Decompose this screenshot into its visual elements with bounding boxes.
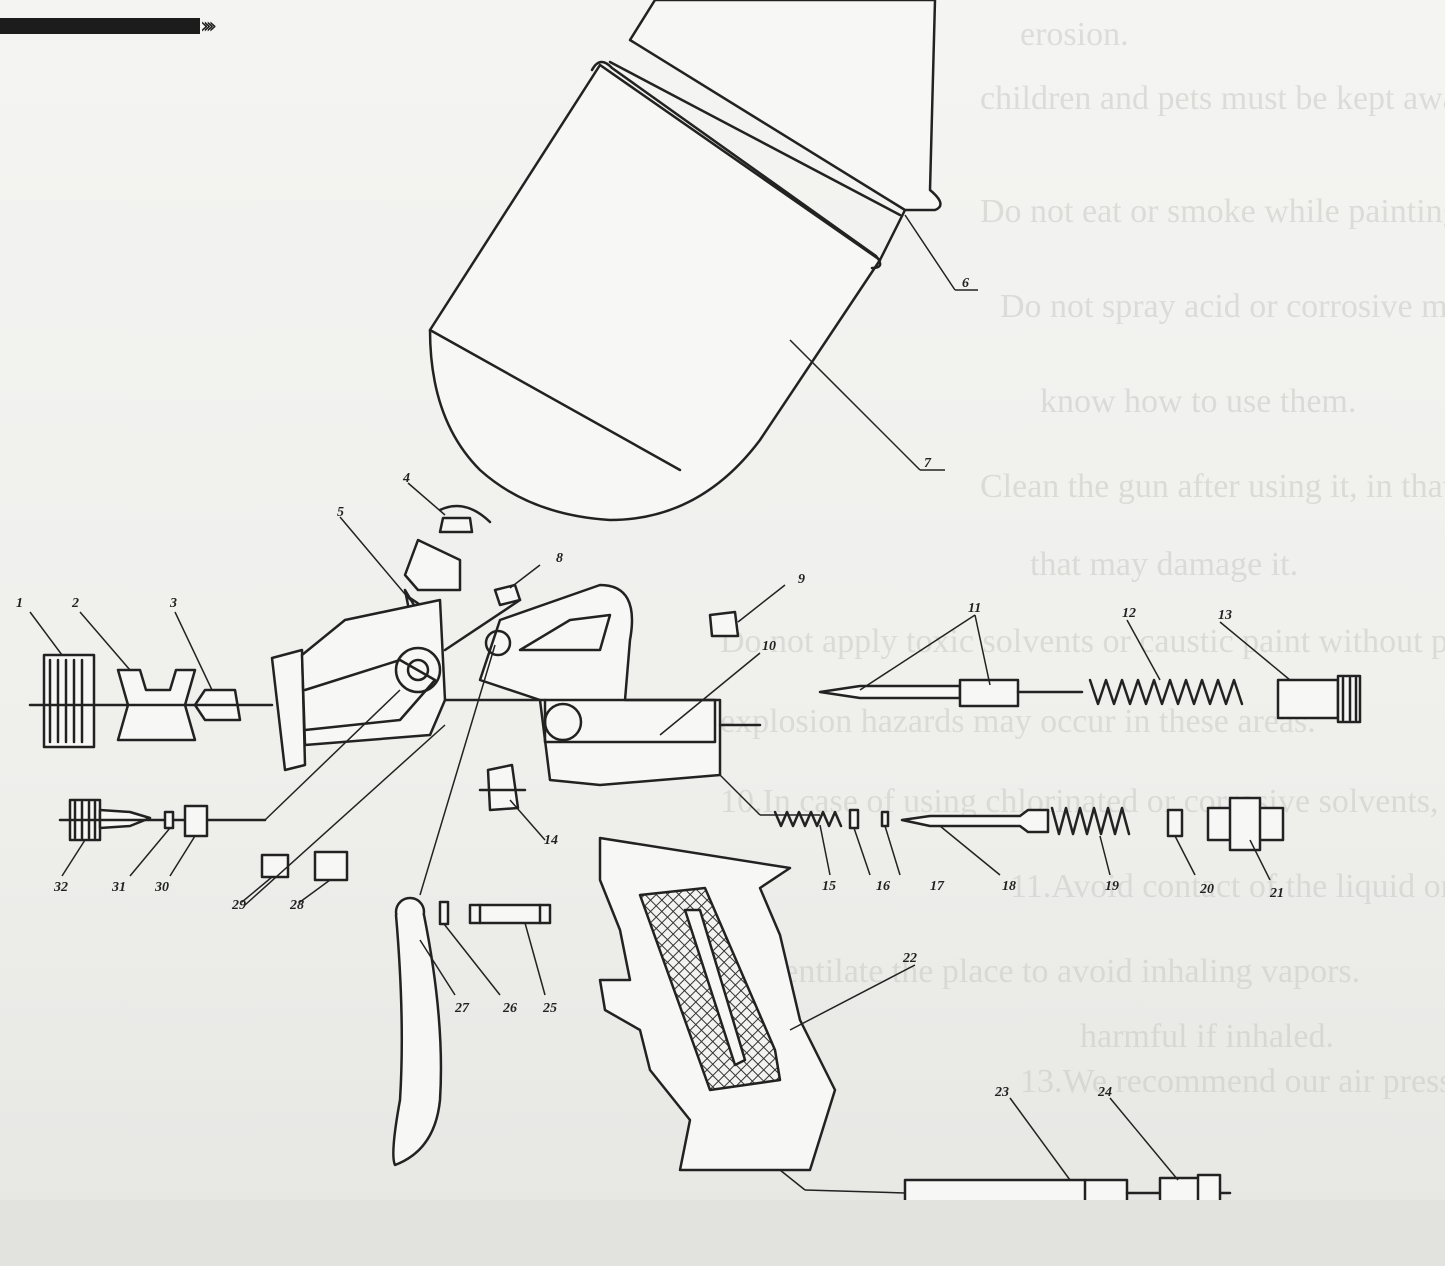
part-label-30: 30 <box>154 880 169 895</box>
valve-spring <box>1050 806 1131 836</box>
bleed-line: Do not eat or smoke while painting. <box>980 193 1445 230</box>
part-label-1: 1 <box>16 596 23 611</box>
air-valve-nut <box>1206 796 1285 852</box>
part-label-31: 31 <box>111 880 126 895</box>
part-label-2: 2 <box>71 596 79 611</box>
part-label-10: 10 <box>762 639 776 654</box>
bleed-line: explosion hazards may occur in these are… <box>720 703 1316 740</box>
part-label-9: 9 <box>798 572 805 587</box>
part-label-26: 26 <box>502 1001 517 1016</box>
bleed-line: Do not apply toxic solvents or caustic p… <box>720 623 1445 660</box>
bleed-line: Clean the gun after using it, in that wa… <box>980 468 1445 505</box>
bleed-line: Do not spray acid or corrosive materials… <box>1000 288 1445 325</box>
cup-connector <box>403 504 492 617</box>
part-label-22: 22 <box>902 951 917 966</box>
part-label-17: 17 <box>930 879 945 894</box>
part-label-6: 6 <box>962 276 969 291</box>
gun-head <box>270 598 522 772</box>
part-label-4: 4 <box>402 471 410 486</box>
air-valve-spring <box>773 810 843 828</box>
trigger-nut <box>493 583 522 607</box>
part-label-3: 3 <box>169 596 177 611</box>
cup-lid <box>608 0 942 217</box>
part-label-14: 14 <box>544 833 558 848</box>
bleed-line: erosion. <box>1020 16 1129 53</box>
part-label-27: 27 <box>454 1001 470 1016</box>
needle-spring <box>1088 678 1244 706</box>
nut <box>260 853 290 879</box>
part-label-25: 25 <box>542 1001 557 1016</box>
air-valve-stem <box>900 808 1050 834</box>
bleed-line: 11.Avoid contact of the liquid on the sk… <box>1010 868 1445 905</box>
part-label-24: 24 <box>1097 1085 1112 1100</box>
bleed-line: that may damage it. <box>1030 546 1299 583</box>
bleed-line: children and pets must be kept away from… <box>980 80 1445 117</box>
bleed-line: know how to use them. <box>1040 383 1357 420</box>
bleed-line: 13.We recommend our air pressure regulat… <box>1020 1063 1445 1100</box>
part-label-20: 20 <box>1199 882 1214 897</box>
part-label-15: 15 <box>822 879 836 894</box>
part-label-18: 18 <box>1002 879 1016 894</box>
part-label-32: 32 <box>53 880 68 895</box>
part-label-8: 8 <box>556 551 563 566</box>
trigger-pin <box>468 903 552 925</box>
part-label-5: 5 <box>337 505 344 520</box>
part-label-16: 16 <box>876 879 890 894</box>
part-label-19: 19 <box>1105 879 1119 894</box>
part-label-7: 7 <box>924 456 932 471</box>
part-label-21: 21 <box>1269 886 1284 901</box>
part-label-23: 23 <box>994 1085 1009 1100</box>
air-cap-ring <box>42 653 96 749</box>
fluid-adjusting-knob <box>1276 674 1362 724</box>
washer <box>1166 808 1184 838</box>
trigger <box>392 896 443 1167</box>
part-label-28: 28 <box>289 898 304 913</box>
nut <box>313 850 349 882</box>
part-label-13: 13 <box>1218 608 1232 623</box>
part-label-12: 12 <box>1122 606 1136 621</box>
clip <box>438 900 450 926</box>
bleed-line: harmful if inhaled. <box>1080 1018 1334 1055</box>
paint-cup <box>428 60 907 522</box>
bleed-line: 12.Ventilate the place to avoid inhaling… <box>720 953 1361 990</box>
part-label-29: 29 <box>231 898 246 913</box>
seal <box>848 808 860 830</box>
o-ring <box>880 810 890 828</box>
needle <box>818 678 1084 708</box>
handle <box>598 836 837 1172</box>
part-label-11: 11 <box>968 601 981 616</box>
page-bottom-edge <box>0 1200 1445 1266</box>
header-bar <box>0 18 200 34</box>
